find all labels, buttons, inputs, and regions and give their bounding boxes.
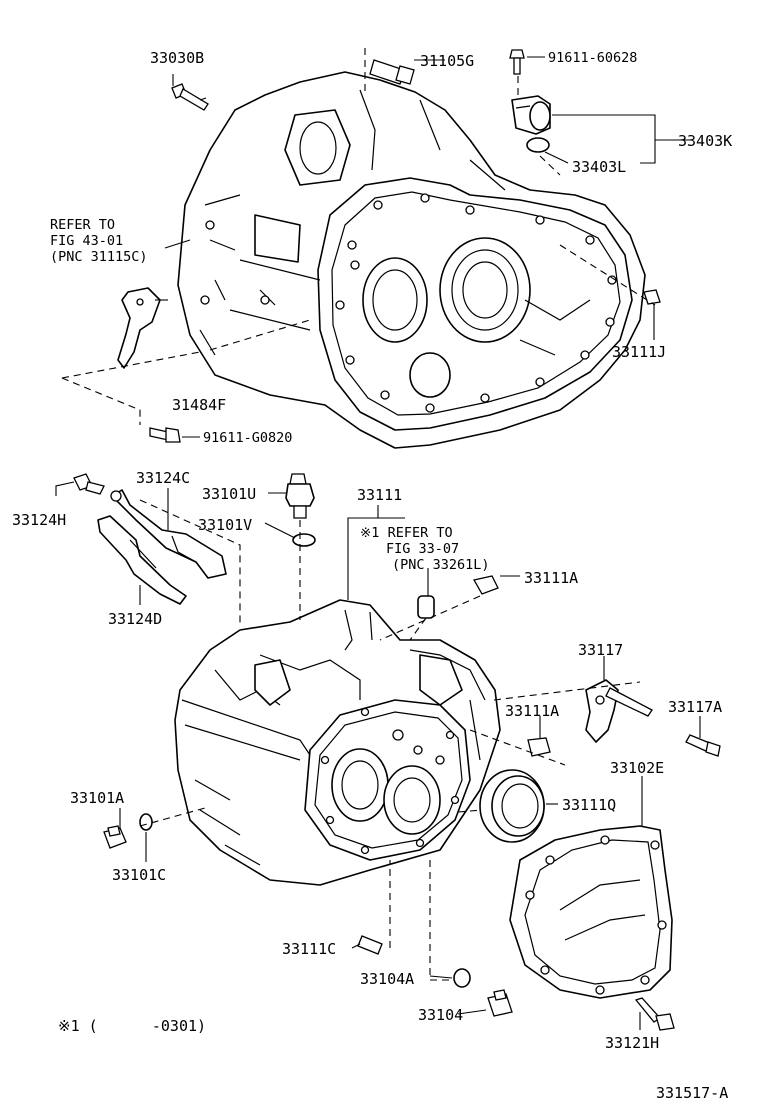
label-33117A: 33117A <box>668 698 722 716</box>
label-refer-upper-3: (PNC 31115C) <box>50 249 148 265</box>
plug-33101A <box>103 825 127 849</box>
gasket-33101C <box>139 813 153 831</box>
clutch-housing <box>177 71 646 449</box>
switch-33101U <box>285 473 315 519</box>
label-91611-G0820: 91611-G0820 <box>203 430 292 446</box>
bracket-31484F <box>117 287 161 369</box>
bolt-33117A <box>685 734 721 757</box>
figure-code: 331517-A <box>656 1084 728 1102</box>
part-labels: 33030B 31105G 91611-60628 33403K 33403L … <box>12 49 732 1102</box>
pin-33111J <box>643 289 661 305</box>
lever-33124D <box>97 515 187 605</box>
label-33111C: 33111C <box>282 940 336 958</box>
label-33101A: 33101A <box>70 789 124 807</box>
label-refer-upper-1: REFER TO <box>50 217 115 233</box>
label-33111: 33111 <box>357 486 402 504</box>
bolt-91611-60628 <box>509 49 525 75</box>
bolt-33124H <box>73 473 105 495</box>
speed-sensor-33403K <box>511 95 551 135</box>
label-33102E: 33102E <box>610 759 664 777</box>
breather-plug-31105G <box>369 59 415 85</box>
gasket-33101V <box>292 533 316 547</box>
label-33121H: 33121H <box>605 1034 659 1052</box>
label-33101C: 33101C <box>112 866 166 884</box>
gasket-33104A <box>453 968 471 988</box>
label-refer-upper-2: FIG 43-01 <box>50 233 123 249</box>
footnote: ※1 ( -0301) <box>58 1017 206 1035</box>
label-33104: 33104 <box>418 1006 463 1024</box>
label-33030B: 33030B <box>150 49 204 67</box>
label-refer-lower-1: ※1 REFER TO <box>360 525 453 541</box>
label-33117: 33117 <box>578 641 623 659</box>
label-33111A-top: 33111A <box>524 569 578 587</box>
label-33101V: 33101V <box>198 516 252 534</box>
lever-33124C <box>110 489 227 579</box>
bolt-33030B <box>171 83 209 111</box>
label-31484F: 31484F <box>172 396 226 414</box>
label-33124D: 33124D <box>108 610 162 628</box>
label-33403K: 33403K <box>678 132 732 150</box>
label-33124C: 33124C <box>136 469 190 487</box>
label-31105G: 31105G <box>420 52 474 70</box>
bolt-91611-G0820 <box>149 427 181 443</box>
case-cover-33102E <box>509 825 673 999</box>
seal-ref-33261L <box>417 595 435 619</box>
bolt-33121H <box>634 997 675 1031</box>
oil-seal-33111Q <box>479 769 545 843</box>
plug-33111A-top <box>472 575 499 595</box>
label-33104A: 33104A <box>360 970 414 988</box>
label-refer-lower-2: FIG 33-07 <box>386 541 459 557</box>
bracket-33117 <box>585 679 653 743</box>
transaxle-case <box>174 599 501 886</box>
label-33403L: 33403L <box>572 158 626 176</box>
label-33111J: 33111J <box>612 343 666 361</box>
plug-33104 <box>487 989 513 1017</box>
label-33124H: 33124H <box>12 511 66 529</box>
label-91611-60628: 91611-60628 <box>548 50 637 66</box>
o-ring-33403L <box>526 137 550 153</box>
plug-33111A-mid <box>527 737 551 757</box>
label-refer-lower-3: (PNC 33261L) <box>392 557 490 573</box>
label-33111A-mid: 33111A <box>505 702 559 720</box>
pin-33111C <box>357 935 383 955</box>
label-33101U: 33101U <box>202 485 256 503</box>
label-33111Q: 33111Q <box>562 796 616 814</box>
